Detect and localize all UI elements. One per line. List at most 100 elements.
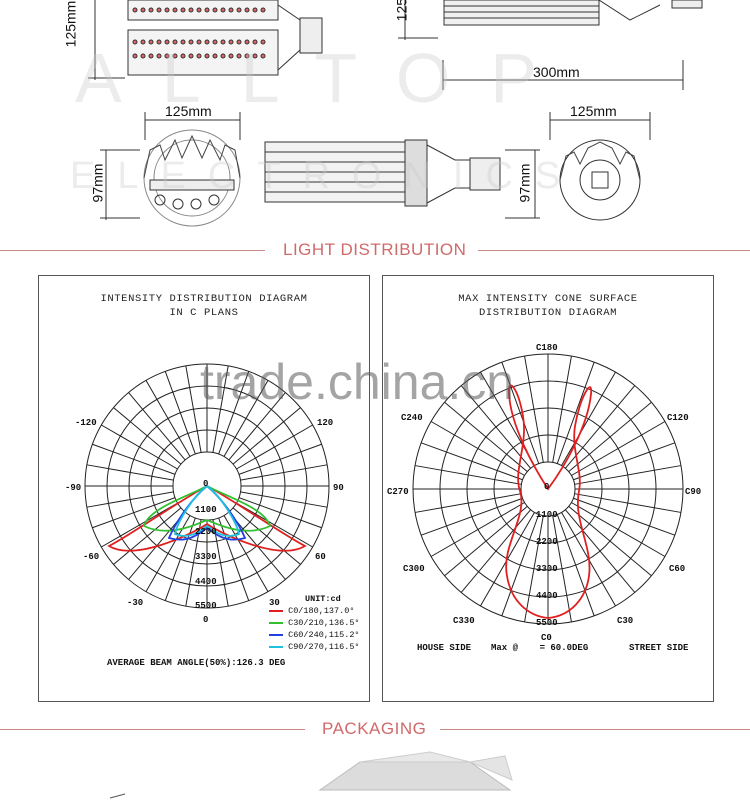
trade-china-watermark: trade.china.cn (200, 354, 515, 410)
grid-spoke (556, 361, 595, 464)
grid-spoke (561, 371, 616, 466)
cplane-label: C330 (453, 616, 475, 626)
grid-spoke (128, 392, 186, 461)
angle-label: 0 (203, 615, 209, 625)
grid-spoke (556, 514, 595, 617)
left-panel-title-line2: IN C PLANS (169, 307, 239, 319)
grid-spoke (414, 465, 522, 485)
grid-spoke (564, 509, 636, 593)
grid-spoke (501, 514, 540, 617)
ring-label: 1100 (536, 510, 558, 520)
grid-spoke (101, 502, 178, 548)
curve-c0-180 (107, 484, 307, 552)
grid-spoke (101, 424, 178, 470)
cplane-label: C60 (669, 564, 686, 574)
grid-spoke (86, 464, 174, 481)
intensity-distribution-panel: INTENSITY DISTRIBUTION DIAGRAM IN C PLAN… (38, 275, 370, 702)
ring-label: 0 (544, 482, 550, 492)
grid-spoke (92, 497, 176, 529)
polar-diagram-left (84, 363, 330, 609)
grid-spoke (238, 497, 322, 529)
grid-spoke (212, 365, 229, 453)
grid-spoke (218, 371, 250, 455)
curve-c90-270 (173, 484, 241, 537)
legend-swatch (269, 645, 283, 648)
left-panel-title-line1: INTENSITY DISTRIBUTION DIAGRAM (100, 293, 308, 305)
grid-spoke (573, 497, 676, 536)
grid-spoke (420, 442, 523, 481)
beam-angle-footer: AVERAGE BEAM ANGLE(50%):126.3 DEG (107, 658, 286, 668)
unit-label: UNIT:cd (305, 594, 341, 604)
max-angle-label: Max @ = 60.0DEG (491, 643, 589, 653)
legend-swatch (269, 633, 283, 636)
grid-spoke (240, 464, 328, 481)
angle-label: 60 (315, 552, 326, 562)
ring-label: 3300 (536, 564, 558, 574)
curve-c60-240 (167, 484, 247, 541)
angle-label: 30 (269, 598, 280, 608)
length-dim: 300mm (533, 64, 580, 80)
legend-swatch (269, 609, 283, 612)
brand-watermark-line1: ALLTOP (75, 39, 577, 117)
grid-spoke (524, 355, 544, 463)
grid-spoke (564, 385, 636, 469)
grid-spoke (236, 424, 313, 470)
ring-label: 3300 (195, 552, 217, 562)
grid-spoke (238, 443, 322, 475)
ring-label: 2200 (536, 537, 558, 547)
cone-distribution-panel: MAX INTENSITY CONE SURFACE DISTRIBUTION … (382, 275, 714, 702)
grid-spoke (228, 392, 286, 461)
grid-spoke (524, 515, 544, 623)
grid-spoke (236, 502, 313, 548)
cplane-label: C240 (401, 413, 423, 423)
grid-spoke (185, 365, 202, 453)
grid-spoke (414, 493, 522, 513)
light-distribution-heading: LIGHT DISTRIBUTION (273, 240, 477, 260)
angle-label: -30 (127, 598, 144, 608)
grid-spoke (574, 465, 682, 485)
grid-spoke (113, 507, 182, 565)
ring-label: 1100 (195, 505, 217, 515)
cplane-label: C270 (387, 487, 409, 497)
width-dim-right: 125mm (570, 103, 617, 119)
grid-spoke (232, 507, 301, 565)
angle-label: 90 (333, 483, 344, 493)
grid-spoke (430, 502, 525, 557)
grid-spoke (574, 493, 682, 513)
cplane-label: C30 (617, 616, 634, 626)
grid-spoke (240, 491, 328, 508)
ring-label: 4400 (195, 577, 217, 587)
cplane-label: C90 (685, 487, 702, 497)
grid-spoke (164, 517, 196, 601)
grid-spoke (444, 401, 528, 473)
section-rule-right (440, 729, 750, 730)
grid-spoke (92, 443, 176, 475)
grid-spoke (164, 371, 196, 455)
grid-spoke (444, 505, 528, 577)
ring-label: 5500 (195, 601, 217, 611)
right-panel-title-line1: MAX INTENSITY CONE SURFACE (458, 293, 638, 305)
grid-spoke (571, 502, 666, 557)
grid-spoke (430, 421, 525, 476)
cplane-label: C0 (541, 633, 552, 643)
lamp-drawing (88, 0, 703, 227)
legend-item-c60: C60/240,115.2° (269, 630, 360, 640)
grid-spoke (218, 517, 250, 601)
legend-item-c0: C0/180,137.0° (269, 606, 354, 616)
ring-label: 4400 (536, 591, 558, 601)
cplane-label: C300 (403, 564, 425, 574)
house-side-label: HOUSE SIDE (417, 643, 472, 653)
dimension-drawings: 125mm 125mm 300mm 125mm 125mm 97mm 97mm … (0, 0, 750, 240)
street-side-label: STREET SIDE (629, 643, 689, 653)
grid-spoke (232, 407, 301, 465)
ring-label: 5500 (536, 618, 558, 628)
packaging-box-illustration (109, 751, 513, 799)
grid-spoke (571, 421, 666, 476)
height-dim-top-right: 125mm (393, 0, 409, 21)
legend-label: C60/240,115.2° (288, 630, 360, 640)
angle-label: -60 (83, 552, 100, 562)
section-rule-left (0, 729, 305, 730)
curve-c30-210 (142, 484, 272, 532)
grid-spoke (568, 505, 652, 577)
legend-item-c90: C90/270,116.5° (269, 642, 360, 652)
